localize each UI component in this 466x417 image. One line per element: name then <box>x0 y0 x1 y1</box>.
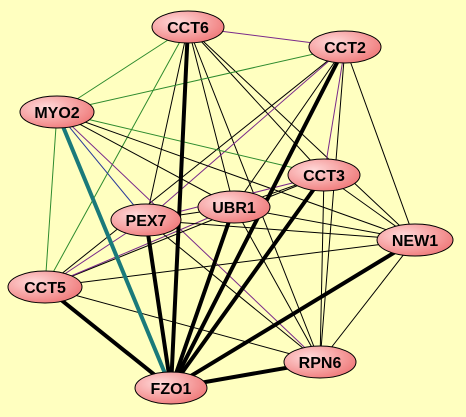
edge-cct3-cct5 <box>44 174 325 288</box>
edge-pex7-rpn6 <box>145 219 321 363</box>
edge-cct3-fzo1 <box>169 173 326 390</box>
edge-ubr1-cct5 <box>44 206 235 288</box>
node-ubr1[interactable]: UBR1 <box>197 190 271 224</box>
node-label: CCT6 <box>167 20 209 37</box>
edge-cct6-fzo1 <box>169 25 190 390</box>
node-label: MYO2 <box>34 105 79 122</box>
node-label: FZO1 <box>151 381 192 398</box>
node-cct5[interactable]: CCT5 <box>7 270 83 304</box>
node-ellipse[interactable] <box>7 270 83 304</box>
edge-new1-rpn6 <box>319 239 416 363</box>
edge-cct6-cct3 <box>187 26 325 176</box>
edge-cct6-cct5 <box>44 26 189 288</box>
node-label: PEX7 <box>126 213 167 230</box>
node-ellipse[interactable] <box>376 223 454 257</box>
node-ellipse[interactable] <box>283 345 357 379</box>
edge-pex7-fzo1 <box>144 218 173 390</box>
node-ellipse[interactable] <box>134 371 208 405</box>
edge-cct5-rpn6 <box>44 286 321 363</box>
node-new1[interactable]: NEW1 <box>376 223 454 257</box>
node-ellipse[interactable] <box>151 10 225 44</box>
node-pex7[interactable]: PEX7 <box>110 203 182 237</box>
node-myo2[interactable]: MYO2 <box>19 95 95 129</box>
edge-myo2-cct5 <box>44 111 58 288</box>
edge-myo2-ubr1 <box>56 111 235 208</box>
edge-cct6-ubr1 <box>187 26 235 208</box>
edge-cct2-cct5 <box>44 46 346 288</box>
edge-myo2-pex7 <box>56 111 147 221</box>
edge-myo2-rpn6 <box>56 111 321 363</box>
node-fzo1[interactable]: FZO1 <box>134 371 208 405</box>
node-cct3[interactable]: CCT3 <box>287 158 361 192</box>
node-ellipse[interactable] <box>19 95 95 129</box>
node-label: UBR1 <box>212 200 256 217</box>
edge-cct6-pex7 <box>145 26 189 221</box>
node-label: CCT5 <box>24 280 66 297</box>
node-ellipse[interactable] <box>287 158 361 192</box>
edge-cct3-rpn6 <box>319 174 325 363</box>
node-ellipse[interactable] <box>197 190 271 224</box>
node-label: CCT2 <box>324 40 366 57</box>
edge-new1-cct5 <box>44 239 416 288</box>
edge-cct2-myo2 <box>56 46 346 113</box>
node-rpn6[interactable]: RPN6 <box>283 345 357 379</box>
node-label: NEW1 <box>392 233 438 250</box>
node-label: RPN6 <box>299 355 342 372</box>
node-label: CCT3 <box>303 168 345 185</box>
edge-cct2-cct3 <box>323 46 346 176</box>
edge-pex7-new1 <box>145 219 416 241</box>
node-ellipse[interactable] <box>110 203 182 237</box>
node-cct2[interactable]: CCT2 <box>308 30 382 64</box>
edge-cct6-myo2 <box>56 26 189 113</box>
edge-myo2-cct3 <box>56 111 325 176</box>
node-ellipse[interactable] <box>308 30 382 64</box>
edge-myo2-fzo1 <box>55 110 173 390</box>
node-cct6[interactable]: CCT6 <box>151 10 225 44</box>
edge-cct5-fzo1 <box>43 285 173 390</box>
edge-cct2-new1 <box>344 46 416 241</box>
edge-ubr1-fzo1 <box>169 205 236 390</box>
edge-myo2-new1 <box>56 111 416 241</box>
edge-cct2-ubr1 <box>233 46 346 208</box>
edge-cct2-rpn6 <box>319 46 346 363</box>
edge-new1-fzo1 <box>169 238 417 390</box>
